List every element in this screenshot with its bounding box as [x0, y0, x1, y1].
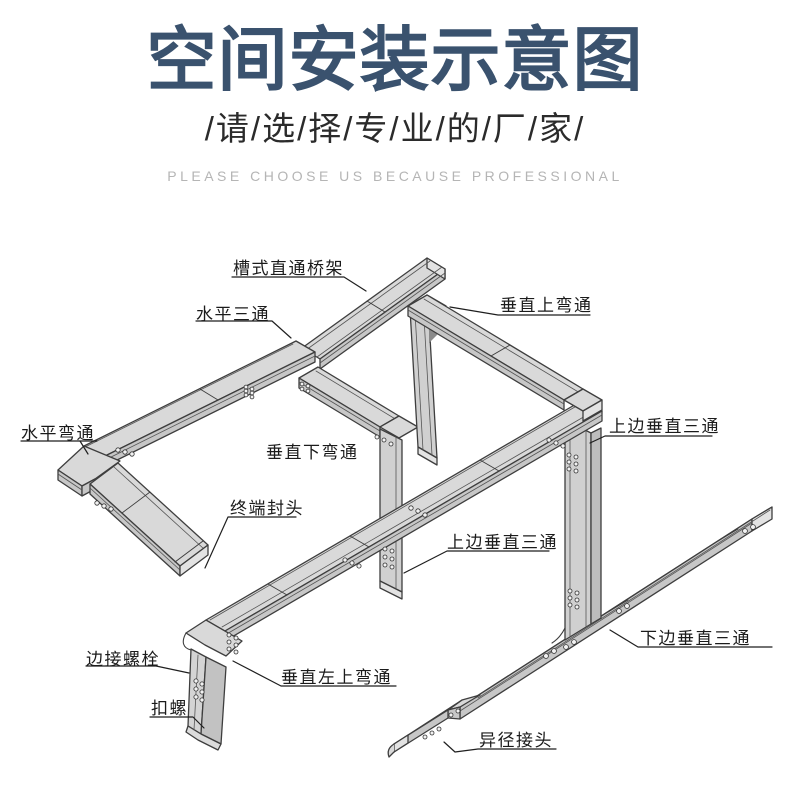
front-run-tray-endcap: [89, 462, 209, 577]
label-vertical-down-bend: 垂直下弯通: [266, 443, 359, 462]
label-end-cap: 终端封头: [230, 499, 304, 518]
poster-tagline: PLEASE CHOOSE US BECAUSE PROFESSIONAL: [167, 168, 623, 184]
top-right-run-tray: [407, 294, 584, 411]
label-horizontal-tee: 水平三通: [196, 305, 270, 324]
label-top-vertical-tee-right: 上边垂直三通: [609, 417, 720, 436]
poster-title: 空间安装示意图: [146, 19, 644, 101]
label-edge-bolt: 边接螺栓: [86, 650, 160, 669]
label-reducer-joint: 异径接头: [479, 731, 553, 750]
bolt-holes: [94, 381, 756, 740]
label-trunking: 槽式直通桥架: [233, 259, 344, 278]
top-vertical-tee-corner: [563, 388, 603, 422]
vertical-left-up-bend-fitting: [182, 619, 243, 751]
label-vertical-up-bend: 垂直上弯通: [500, 296, 593, 315]
poster-subtitle: /请/选/择/专/业/的/厂/家/: [204, 110, 586, 147]
label-vertical-left-up-bend: 垂直左上弯通: [281, 668, 392, 687]
label-horizontal-bend: 水平弯通: [21, 424, 95, 443]
vertical-column-tray: [551, 419, 602, 644]
label-top-vertical-tee-mid: 上边垂直三通: [447, 533, 558, 552]
label-buckle-screw: 扣螺: [151, 699, 188, 718]
label-bottom-vertical-tee: 下边垂直三通: [640, 629, 751, 648]
middle-run-tray: [205, 399, 603, 642]
left-run-tray: [80, 340, 316, 468]
label-leader-lines: [20, 276, 773, 753]
